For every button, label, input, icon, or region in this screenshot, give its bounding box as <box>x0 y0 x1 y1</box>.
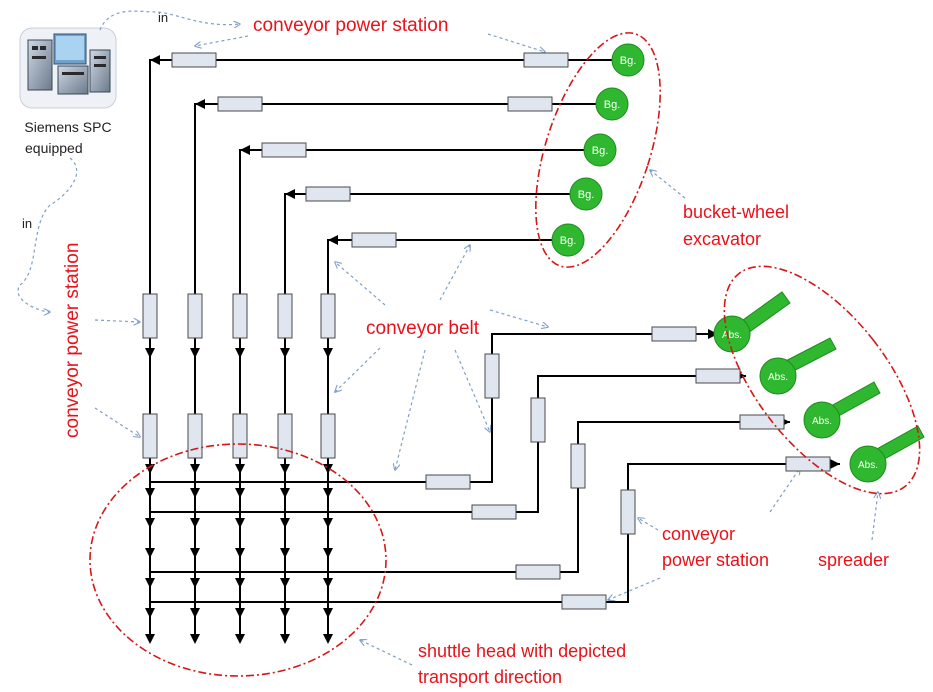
station-box <box>620 489 636 535</box>
excavator-node-label: Bg. <box>592 145 609 157</box>
station-box <box>523 52 569 68</box>
label-bucket-wheel-line2: excavator <box>683 229 761 249</box>
label-conveyor-power-station-bottom-1: conveyor <box>662 524 735 544</box>
grouping-ellipses <box>89 32 921 677</box>
station-box <box>507 96 553 112</box>
station-box <box>187 413 203 459</box>
station-box <box>695 368 741 384</box>
station-box <box>425 474 471 490</box>
siemens-label-line2: equipped <box>25 140 83 156</box>
station-box <box>739 414 785 430</box>
station-box <box>320 293 336 339</box>
label-shuttle-head-line2: transport direction <box>418 667 562 687</box>
station-box <box>187 293 203 339</box>
corner-arrows <box>150 55 338 245</box>
signal-lines <box>17 10 878 666</box>
station-box <box>277 413 293 459</box>
station-box <box>232 413 248 459</box>
station-box <box>217 96 263 112</box>
spreader-nodes: Abs. Abs. Abs. Abs. <box>713 291 925 483</box>
label-conveyor-power-station-left: conveyor power station <box>62 243 83 438</box>
label-conveyor-belt: conveyor belt <box>366 318 480 339</box>
transport-arrows <box>145 348 333 644</box>
spreader-group-ellipse <box>723 265 921 495</box>
label-bucket-wheel-line1: bucket-wheel <box>683 202 789 222</box>
station-box <box>305 186 351 202</box>
excavator-node-label: Bg. <box>620 55 637 67</box>
spreader-node-label: Abs. <box>812 416 832 427</box>
station-box <box>261 142 307 158</box>
spreader-node-label: Abs. <box>768 372 788 383</box>
station-box <box>570 443 586 489</box>
station-box <box>515 564 561 580</box>
excavator-node-label: Bg. <box>560 235 577 247</box>
station-box <box>142 413 158 459</box>
label-conveyor-power-station-top: conveyor power station <box>253 15 448 36</box>
excavator-node-label: Bg. <box>578 189 595 201</box>
station-box <box>171 52 217 68</box>
station-box <box>651 326 697 342</box>
excavator-nodes: Bg. Bg. Bg. Bg. Bg. <box>551 43 645 257</box>
station-box <box>277 293 293 339</box>
station-box <box>785 456 831 472</box>
shuttle-head-ellipse <box>89 443 387 677</box>
station-box <box>561 594 607 610</box>
power-station-boxes <box>142 52 831 610</box>
siemens-label-line1: Siemens SPC <box>24 119 111 135</box>
spreader-node-label: Abs. <box>858 460 878 471</box>
excavator-node-label: Bg. <box>604 99 621 111</box>
station-box <box>320 413 336 459</box>
station-box <box>232 293 248 339</box>
label-conveyor-power-station-bottom-2: power station <box>662 550 769 570</box>
label-spreader: spreader <box>818 550 889 570</box>
in-label-top: in <box>158 10 168 25</box>
station-box <box>471 504 517 520</box>
spreader-node-label: Abs. <box>722 330 742 341</box>
station-box <box>142 293 158 339</box>
label-shuttle-head-line1: shuttle head with depicted <box>418 641 626 661</box>
station-box <box>530 397 546 443</box>
station-box <box>484 353 500 399</box>
excavator-conveyors <box>149 53 631 640</box>
station-box <box>351 232 397 248</box>
in-label-left: in <box>22 216 32 231</box>
plc-equipment-icon <box>19 27 117 109</box>
